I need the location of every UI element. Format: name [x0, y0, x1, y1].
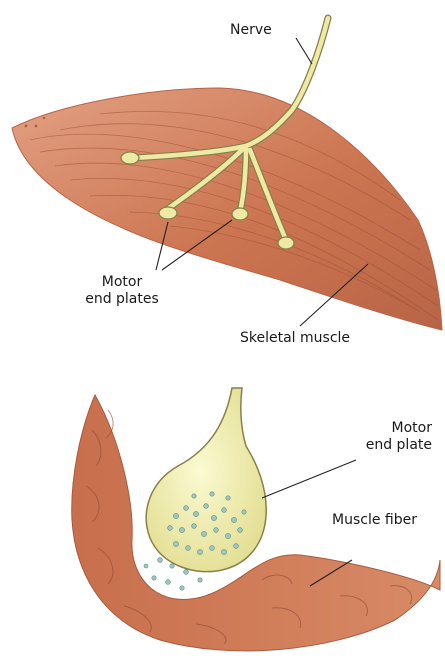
skeletal-muscle-label-text: Skeletal muscle	[240, 330, 350, 347]
skeletal-muscle-label: Skeletal muscle	[240, 330, 350, 347]
nerve-leader	[296, 38, 312, 64]
muscle-fiber-label-text: Muscle fiber	[332, 512, 417, 529]
motor-end-plate-line-2: end plate	[340, 437, 432, 454]
muscle-fiber-label: Muscle fiber	[332, 512, 417, 529]
motor-end-plate-line-1: Motor	[340, 420, 432, 437]
nerve-label-text: Nerve	[230, 22, 272, 39]
end-plate	[232, 208, 248, 220]
end-plate-leader	[262, 460, 356, 498]
motor-end-plate-label: Motor end plate	[340, 420, 432, 454]
end-plate	[159, 207, 177, 219]
motor-end-plates-line-1: Motor	[72, 274, 172, 291]
motor-end-plates-line-2: end plates	[72, 291, 172, 308]
end-plate	[121, 152, 139, 164]
nerve-label: Nerve	[230, 22, 272, 39]
motor-nerve-axon	[146, 388, 266, 572]
end-plate	[278, 237, 294, 249]
motor-end-plates-label: Motor end plates	[72, 274, 172, 308]
